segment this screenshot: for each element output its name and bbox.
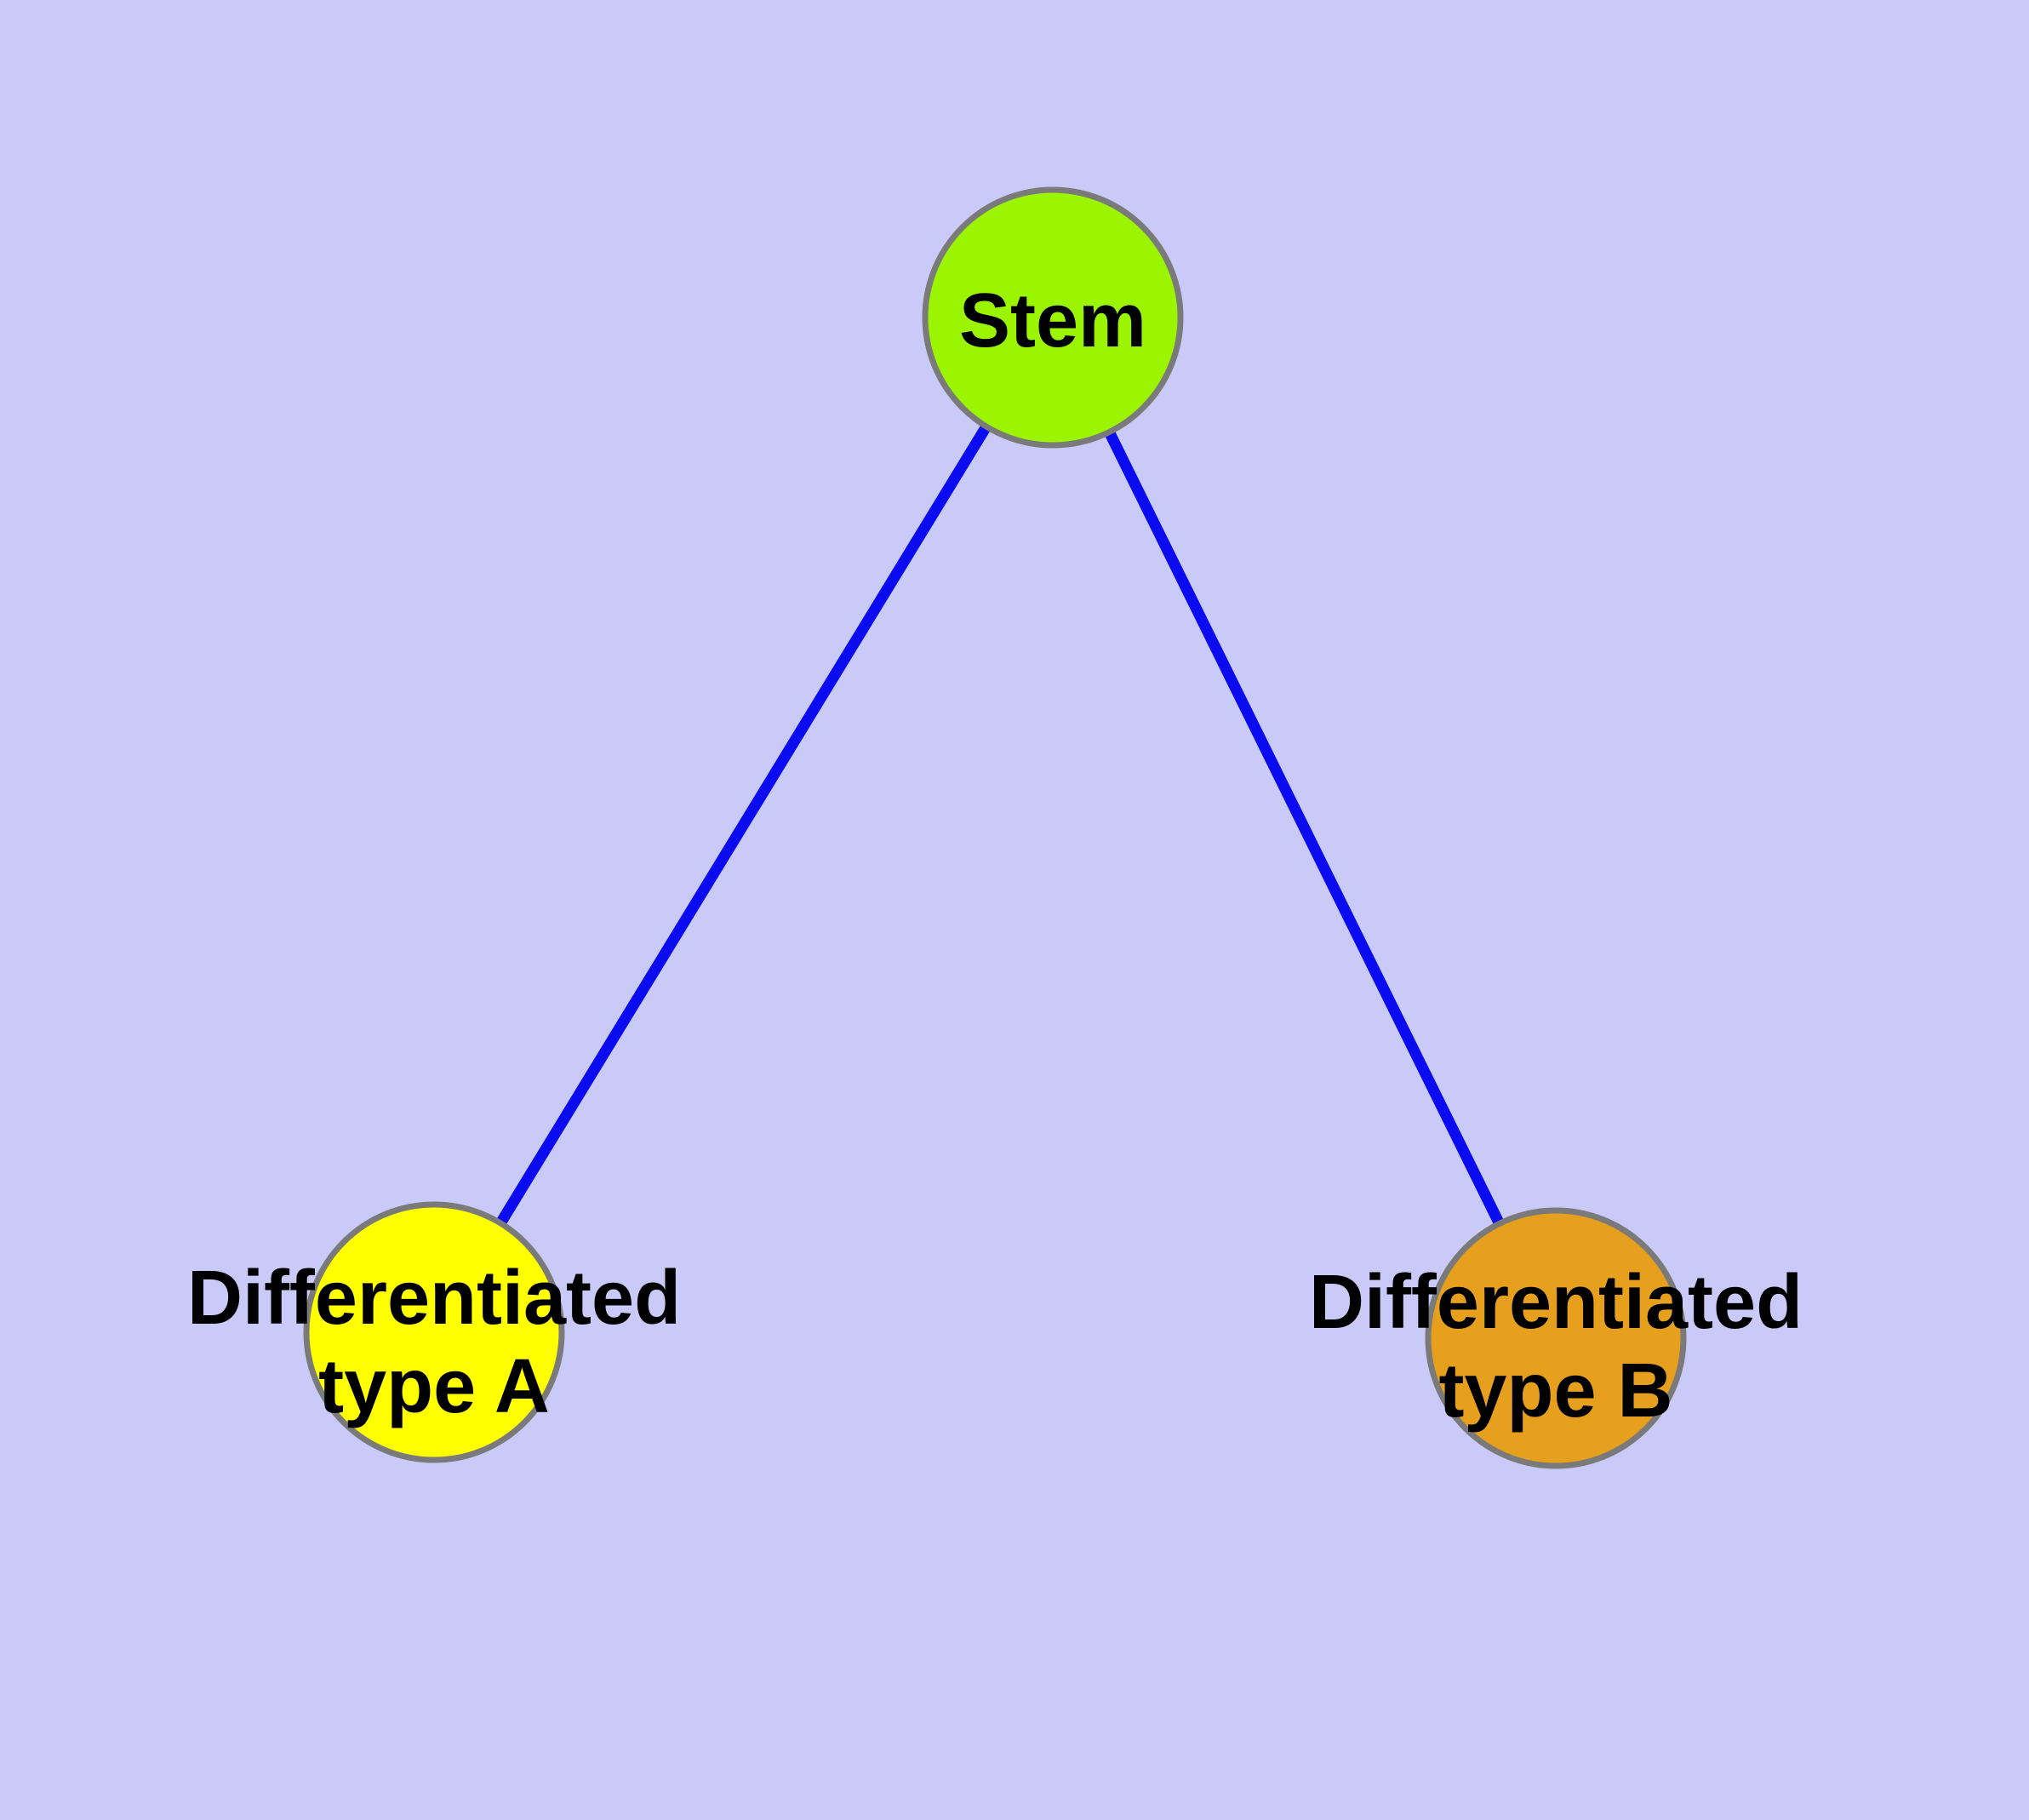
edge-stem-to-type-b xyxy=(1048,315,1561,1341)
node-label-type-b-line2: type B xyxy=(1438,1348,1673,1434)
edge-stem-to-type-a xyxy=(429,314,1058,1336)
node-label-type-a: Differentiated type A xyxy=(187,1254,681,1431)
node-type-a-circle xyxy=(303,1201,565,1463)
node-stem-circle xyxy=(922,186,1184,449)
node-label-type-b-line1: Differentiated xyxy=(1308,1260,1803,1345)
node-label-type-b: Differentiated type B xyxy=(1309,1258,1803,1435)
node-label-type-a-line2: type A xyxy=(318,1344,550,1429)
node-label-type-a-line1: Differentiated xyxy=(186,1256,682,1341)
node-label-stem: Stem xyxy=(958,278,1147,363)
node-type-b-circle xyxy=(1425,1207,1687,1469)
